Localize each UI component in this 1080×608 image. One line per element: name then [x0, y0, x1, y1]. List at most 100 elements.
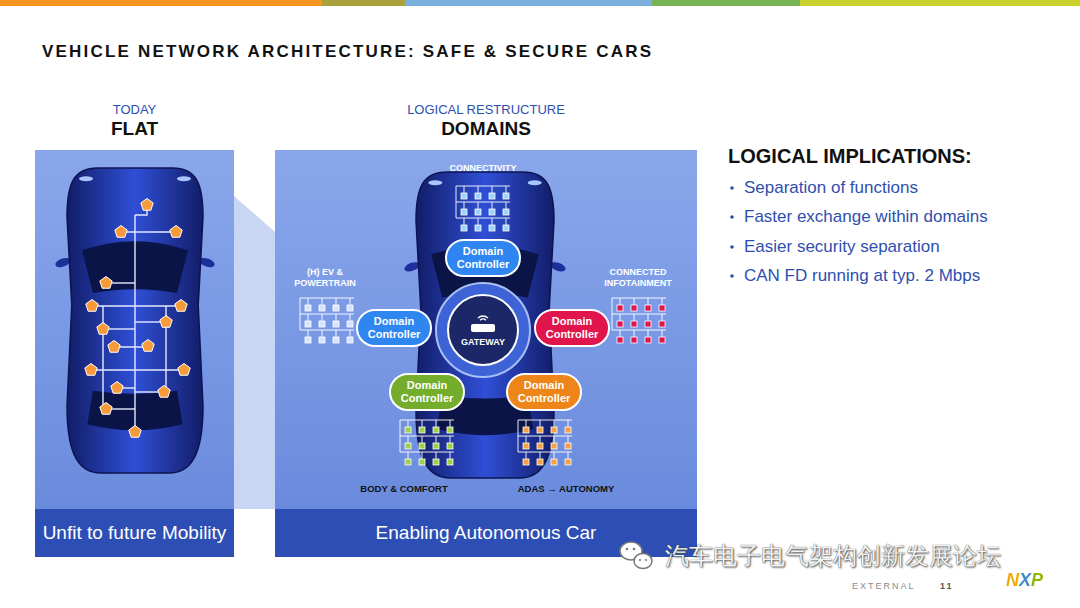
ecu-symbol	[405, 443, 411, 449]
bus-wire	[492, 202, 493, 209]
bus-wire	[554, 452, 555, 459]
ecu-symbol	[129, 426, 141, 438]
panel-title: DOMAINS	[275, 118, 697, 140]
bus-wire	[478, 186, 479, 193]
wifi-arc	[480, 318, 487, 320]
zone-label: BODY & COMFORT	[360, 483, 447, 494]
panel-kicker: LOGICAL RESTRUCTURE	[275, 102, 697, 118]
bus-wire	[526, 436, 527, 443]
ecu-symbol	[108, 341, 120, 353]
bus-wire	[350, 298, 351, 305]
company-logo: NXP	[1006, 570, 1043, 592]
ecu-symbol	[111, 382, 123, 394]
domain-controller: Domain Controller	[534, 309, 610, 346]
ecu-symbol	[617, 305, 623, 311]
bus-wire	[540, 420, 541, 427]
watermark: 汽车电子电气架构创新发展论坛	[665, 542, 1001, 571]
top-stripe	[652, 0, 800, 6]
ecu-symbol	[305, 337, 311, 343]
bus-wire	[620, 330, 621, 337]
bus-wire	[408, 452, 409, 459]
bus-wire	[436, 452, 437, 459]
ecu-symbol	[489, 209, 495, 215]
ecu-symbol	[523, 459, 529, 465]
bus-wire	[506, 218, 507, 225]
bus-wire	[540, 436, 541, 443]
bus-wire	[91, 369, 184, 370]
ecu-symbol	[617, 321, 623, 327]
bus-wire	[506, 202, 507, 209]
bullet-dot	[730, 215, 734, 219]
ecu-symbol	[347, 305, 353, 311]
top-stripe	[0, 0, 322, 6]
controller-label: Domain Controller	[541, 315, 603, 340]
bus-wire	[134, 215, 135, 432]
bus-wire	[408, 436, 409, 443]
top-stripe	[322, 0, 405, 6]
ecu-symbol	[447, 443, 453, 449]
controller-label: Domain Controller	[396, 379, 458, 404]
view-panel: TODAYFLATUnfit to future Mobility	[35, 98, 234, 557]
ecu-symbol	[85, 364, 97, 376]
bus-wire	[308, 314, 309, 321]
sub-network	[612, 298, 666, 343]
ecu-symbol	[347, 337, 353, 343]
bus-wire	[436, 420, 437, 427]
car-headlight	[528, 180, 542, 185]
bus-wire	[464, 186, 465, 193]
car-headlight	[79, 176, 93, 181]
bus-wire	[322, 330, 323, 337]
ecu-symbol	[419, 443, 425, 449]
zone-label: CONNECTED INFOTAINMENT	[592, 267, 684, 289]
ecu-symbol	[305, 305, 311, 311]
bullet-text: Separation of functions	[744, 178, 918, 198]
ecu-symbol	[565, 459, 571, 465]
ecu-symbol	[97, 323, 109, 335]
bus-wire	[121, 231, 176, 232]
gateway-label: GATEWAY	[461, 337, 505, 347]
ecu-symbol	[551, 459, 557, 465]
ecu-symbol	[537, 443, 543, 449]
bus-wire	[648, 314, 649, 321]
ecu-symbol	[489, 225, 495, 231]
ecu-symbol	[475, 225, 481, 231]
car-headlight	[177, 176, 191, 181]
bus-wire	[322, 314, 323, 321]
ecu-symbol	[100, 403, 112, 415]
top-stripe	[405, 0, 652, 6]
bus-wire	[648, 298, 649, 305]
ecu-symbol	[305, 321, 311, 327]
ecu-symbol	[419, 427, 425, 433]
ecu-symbol	[86, 300, 98, 312]
panel-kicker: TODAY	[35, 102, 234, 118]
car-body	[67, 168, 203, 473]
slide-title: VEHICLE NETWORK ARCHITECTURE: SAFE & SEC…	[42, 42, 653, 62]
zone-label: CONNECTIVITY	[449, 163, 516, 174]
page-number: 11	[940, 581, 954, 592]
bus-wire	[350, 330, 351, 337]
bus-wire	[540, 452, 541, 459]
router-icon	[468, 314, 498, 334]
bus-wire	[336, 298, 337, 305]
sub-network	[518, 420, 572, 465]
sub-network	[300, 298, 354, 343]
bullet-dot	[730, 186, 734, 190]
zone-label: (H) EV & POWERTRAIN	[285, 267, 365, 289]
ecu-symbol	[503, 193, 509, 199]
ecu-symbol	[115, 226, 127, 238]
ecu-symbol	[565, 443, 571, 449]
bus-wire	[102, 306, 103, 409]
ecu-symbol	[405, 459, 411, 465]
bus-wire	[662, 298, 663, 305]
ecu-symbol	[475, 209, 481, 215]
bus-wire	[662, 330, 663, 337]
car-headlight	[428, 180, 442, 185]
ecu-symbol	[645, 321, 651, 327]
ecu-symbol	[347, 321, 353, 327]
ecu-symbol	[523, 427, 529, 433]
domain-controller: Domain Controller	[389, 373, 465, 410]
bus-wire	[554, 436, 555, 443]
ecu-symbol	[537, 427, 543, 433]
icon-dot	[645, 559, 647, 561]
bus-wire	[350, 314, 351, 321]
